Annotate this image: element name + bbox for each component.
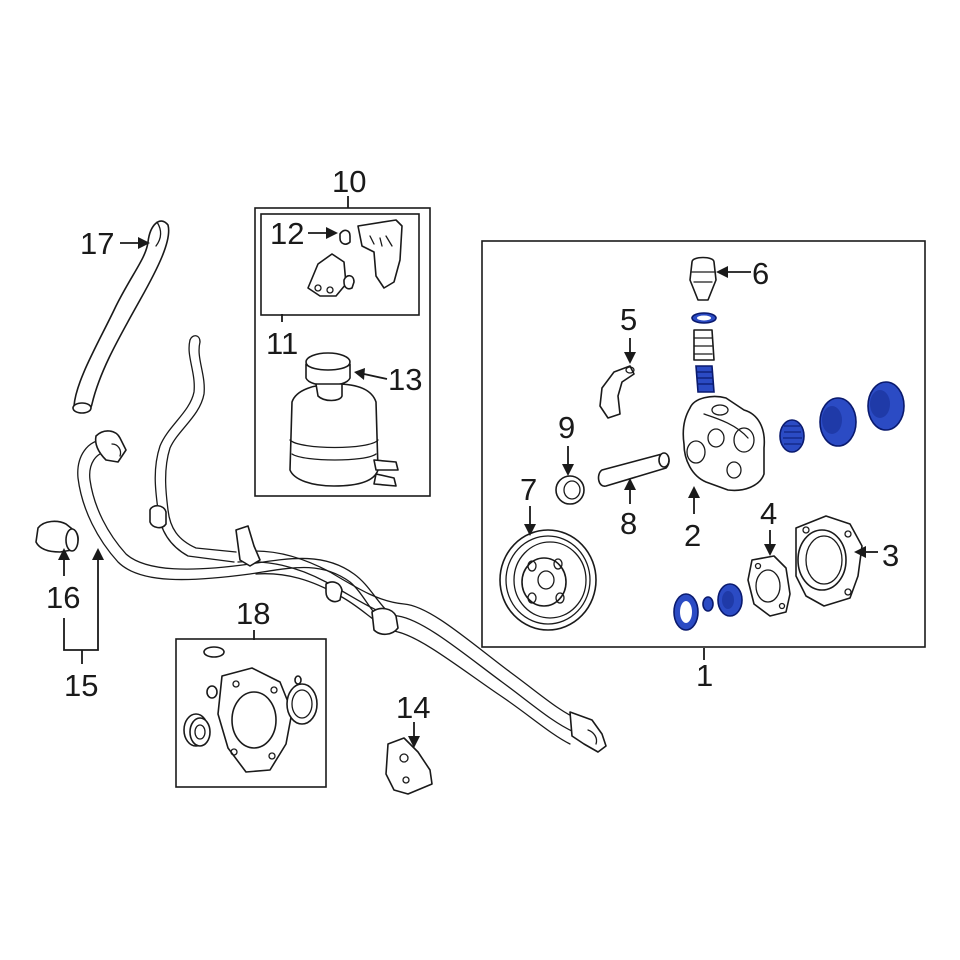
part-hose-tube-center[interactable]	[149, 335, 237, 563]
part-rotor-ring-set[interactable]	[779, 381, 905, 453]
part-13-reservoir[interactable]	[289, 352, 399, 487]
part-5-connector[interactable]	[599, 365, 635, 419]
part-8-shaft[interactable]	[597, 452, 670, 487]
group-box-1	[481, 240, 926, 648]
part-9-seal[interactable]	[555, 475, 585, 505]
group-box-11	[260, 213, 420, 316]
callout-15: 15	[64, 668, 98, 703]
part-6-fitting[interactable]	[689, 256, 717, 301]
part-highlighted-seal-set[interactable]	[673, 583, 743, 631]
callout-7: 7	[520, 472, 537, 507]
part-6-seal-ring[interactable]	[691, 312, 717, 324]
callout-12: 12	[270, 216, 304, 251]
part-hose-tube-main[interactable]	[235, 525, 607, 753]
part-12-bracket-assembly[interactable]	[307, 219, 403, 297]
callout-3: 3	[882, 538, 899, 573]
callout-1: 1	[696, 658, 713, 693]
callout-9: 9	[558, 410, 575, 445]
part-7-pulley[interactable]	[499, 529, 597, 631]
part-18-gasket-kit[interactable]	[183, 646, 318, 773]
callout-13: 13	[388, 362, 422, 397]
callout-14: 14	[396, 690, 430, 725]
part-flow-valve[interactable]	[693, 329, 715, 393]
part-16-hose-end[interactable]	[35, 520, 79, 553]
part-4-gasket[interactable]	[747, 555, 791, 617]
callout-4: 4	[760, 496, 777, 531]
callout-8: 8	[620, 506, 637, 541]
part-3-housing[interactable]	[795, 515, 863, 607]
group-box-18	[175, 638, 327, 788]
callout-10: 10	[332, 164, 366, 199]
part-17-hose[interactable]	[72, 220, 170, 414]
callout-16: 16	[46, 580, 80, 615]
callout-6: 6	[752, 256, 769, 291]
callout-17: 17	[80, 226, 114, 261]
callout-5: 5	[620, 302, 637, 337]
leader-lines	[58, 196, 878, 748]
part-2-pump-body[interactable]	[682, 395, 766, 492]
part-15-pressure-line[interactable]	[77, 430, 389, 623]
part-14-bracket[interactable]	[385, 737, 433, 795]
callout-numbers: 17 10 12 11 13 6 5 9 7 8 2 4 3 1 18 14 1…	[46, 164, 899, 725]
callout-2: 2	[684, 518, 701, 553]
callout-11: 11	[266, 326, 298, 361]
callout-18: 18	[236, 596, 270, 631]
group-box-10	[254, 207, 431, 497]
